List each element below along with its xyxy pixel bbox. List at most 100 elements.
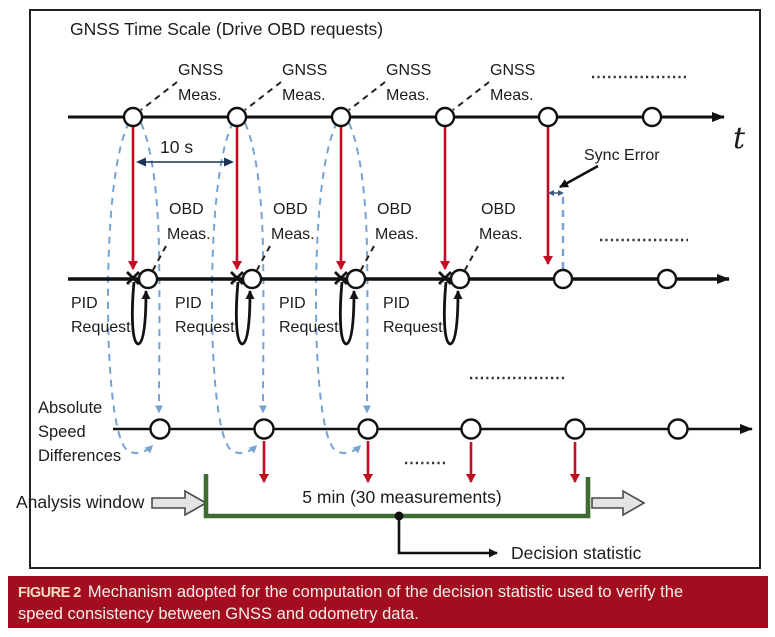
label-pointer bbox=[452, 81, 490, 111]
gnss-meas-label: Meas. bbox=[282, 87, 326, 104]
pid-request-loop bbox=[130, 281, 151, 346]
pid-request-label: PID bbox=[279, 295, 306, 312]
gnss-point bbox=[537, 106, 559, 128]
gnss-meas-label: Meas. bbox=[178, 87, 222, 104]
obd-meas-label: Meas. bbox=[479, 226, 523, 243]
gnss-point bbox=[641, 106, 663, 128]
interval-label: 10 s bbox=[160, 137, 193, 157]
asd-label-line: Speed bbox=[38, 423, 86, 441]
obd-meas-label: Meas. bbox=[271, 226, 315, 243]
label-pointer bbox=[244, 81, 282, 111]
decision-statistic-label: Decision statistic bbox=[511, 543, 642, 563]
interval-arrowhead-left bbox=[136, 157, 146, 167]
asd-label-line: Absolute bbox=[38, 399, 102, 417]
pid-request-loop bbox=[442, 281, 463, 346]
gnss-point bbox=[330, 106, 352, 128]
obd-point bbox=[449, 268, 471, 290]
gnss-meas-label: GNSS bbox=[178, 62, 223, 79]
pid-request-label: Request bbox=[383, 319, 443, 336]
window-slide-arrow-left bbox=[151, 489, 208, 517]
analysis-window: Analysis window 5 min (30 measurements) … bbox=[16, 474, 646, 563]
gnss-meas-label: Meas. bbox=[386, 87, 430, 104]
request-x-marks bbox=[126, 271, 452, 285]
pid-request-loops bbox=[130, 281, 463, 346]
gnss-meas-label: GNSS bbox=[490, 62, 535, 79]
sync-gap-arrowhead-left bbox=[548, 190, 554, 196]
obd-meas-label: OBD bbox=[273, 201, 308, 218]
obd-meas-label: Meas. bbox=[167, 226, 211, 243]
caption-text: speed consistency between GNSS and odome… bbox=[18, 605, 419, 623]
asd-point bbox=[253, 418, 275, 440]
pid-request-label: PID bbox=[175, 295, 202, 312]
gnss-meas-label: Meas. bbox=[490, 87, 534, 104]
obd-point bbox=[137, 268, 159, 290]
speed-pairing-loops bbox=[106, 121, 372, 454]
label-pointer bbox=[140, 81, 178, 111]
pid-request-loop bbox=[338, 281, 359, 346]
pairing-loop-left bbox=[106, 121, 154, 454]
obd-meas-label: OBD bbox=[377, 201, 412, 218]
asd-sample-points bbox=[149, 418, 689, 440]
obd-point bbox=[656, 268, 678, 290]
pid-request-labels: PID Request PID Request PID Request PID … bbox=[71, 295, 443, 336]
pairing-loop-right bbox=[244, 122, 268, 414]
pairing-loop-right bbox=[348, 122, 372, 414]
sync-error-annotation: Sync Error bbox=[548, 147, 660, 270]
asd-point bbox=[460, 418, 482, 440]
caption-text: Mechanism adopted for the computation of… bbox=[87, 583, 684, 601]
gnss-point bbox=[226, 106, 248, 128]
window-slide-arrow-right bbox=[591, 489, 646, 517]
gnss-meas-label: GNSS bbox=[282, 62, 327, 79]
gnss-meas-labels: GNSS Meas. GNSS Meas. GNSS Meas. GNSS Me… bbox=[140, 62, 535, 111]
gnss-meas-label: GNSS bbox=[386, 62, 431, 79]
pid-request-label: PID bbox=[71, 295, 98, 312]
obd-meas-labels: OBD Meas. OBD Meas. OBD Meas. OBD Meas. bbox=[152, 201, 523, 271]
obd-point bbox=[345, 268, 367, 290]
gnss-point bbox=[434, 106, 456, 128]
asd-point bbox=[149, 418, 171, 440]
obd-request-drop-lines bbox=[128, 126, 553, 270]
label-pointer bbox=[464, 245, 479, 271]
obd-meas-label: OBD bbox=[169, 201, 204, 218]
pid-request-loop bbox=[234, 281, 255, 346]
pid-request-label: PID bbox=[383, 295, 410, 312]
asd-point bbox=[564, 418, 586, 440]
pairing-loop-right bbox=[140, 122, 164, 414]
asd-axis-label: Absolute Speed Differences bbox=[38, 399, 121, 465]
diagram-title: GNSS Time Scale (Drive OBD requests) bbox=[70, 19, 383, 39]
asd-sample-arrows bbox=[259, 441, 580, 483]
gnss-sample-points bbox=[122, 106, 663, 128]
figure-frame bbox=[29, 9, 761, 569]
decision-connector bbox=[397, 516, 498, 558]
label-pointer bbox=[256, 245, 271, 271]
pairing-loop-left bbox=[314, 121, 362, 454]
obd-sample-points bbox=[137, 268, 678, 290]
asd-point bbox=[667, 418, 689, 440]
figure-number-label: FIGURE 2 bbox=[18, 585, 81, 601]
request-x bbox=[126, 271, 140, 285]
asd-label-line: Differences bbox=[38, 447, 121, 465]
pid-request-label: Request bbox=[71, 319, 131, 336]
pid-request-label: Request bbox=[279, 319, 339, 336]
obd-meas-label: Meas. bbox=[375, 226, 419, 243]
request-x bbox=[334, 271, 348, 285]
label-pointer bbox=[360, 245, 375, 271]
request-x bbox=[230, 271, 244, 285]
obd-point bbox=[241, 268, 263, 290]
interval-arrowhead-right bbox=[224, 157, 234, 167]
obd-point bbox=[552, 268, 574, 290]
label-pointer bbox=[348, 81, 386, 111]
caption-line-2: speed consistency between GNSS and odome… bbox=[18, 604, 754, 625]
figure-caption: FIGURE 2 Mechanism adopted for the comput… bbox=[8, 576, 768, 628]
gnss-point bbox=[122, 106, 144, 128]
sync-error-label: Sync Error bbox=[584, 147, 660, 164]
label-pointer bbox=[152, 245, 167, 271]
obd-meas-label: OBD bbox=[481, 201, 516, 218]
sync-gap-arrowhead-right bbox=[558, 190, 564, 196]
pairing-loop-left bbox=[210, 121, 258, 454]
time-axis-label: t bbox=[733, 121, 746, 156]
window-duration-label: 5 min (30 measurements) bbox=[302, 487, 501, 507]
interval-annotation: 10 s bbox=[136, 137, 234, 167]
